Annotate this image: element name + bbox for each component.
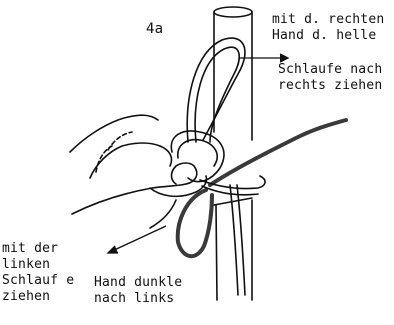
right-arrow <box>240 54 288 62</box>
label-line: ziehen <box>2 289 74 305</box>
label-line: Schlauf e <box>2 273 74 289</box>
knot <box>171 131 265 205</box>
label-left-hand: mit der linken Schlauf e ziehen <box>2 241 74 305</box>
left-arrow <box>108 226 166 253</box>
label-line: nach links <box>94 291 182 307</box>
label-line: Hand d. helle <box>272 28 384 44</box>
label-line: linken <box>2 257 74 273</box>
label-dark-left: Hand dunkle nach links <box>94 275 182 307</box>
label-line: Hand dunkle <box>94 275 182 291</box>
step-number: 4a <box>146 21 163 37</box>
label-line: rechts ziehen <box>278 78 382 94</box>
label-line: mit der <box>2 241 74 257</box>
label-line: Schlaufe nach <box>278 62 382 78</box>
label-right-loop: Schlaufe nach rechts ziehen <box>278 62 382 94</box>
label-right-hand: mit d. rechten Hand d. helle <box>272 12 384 44</box>
label-line: mit d. rechten <box>272 12 384 28</box>
